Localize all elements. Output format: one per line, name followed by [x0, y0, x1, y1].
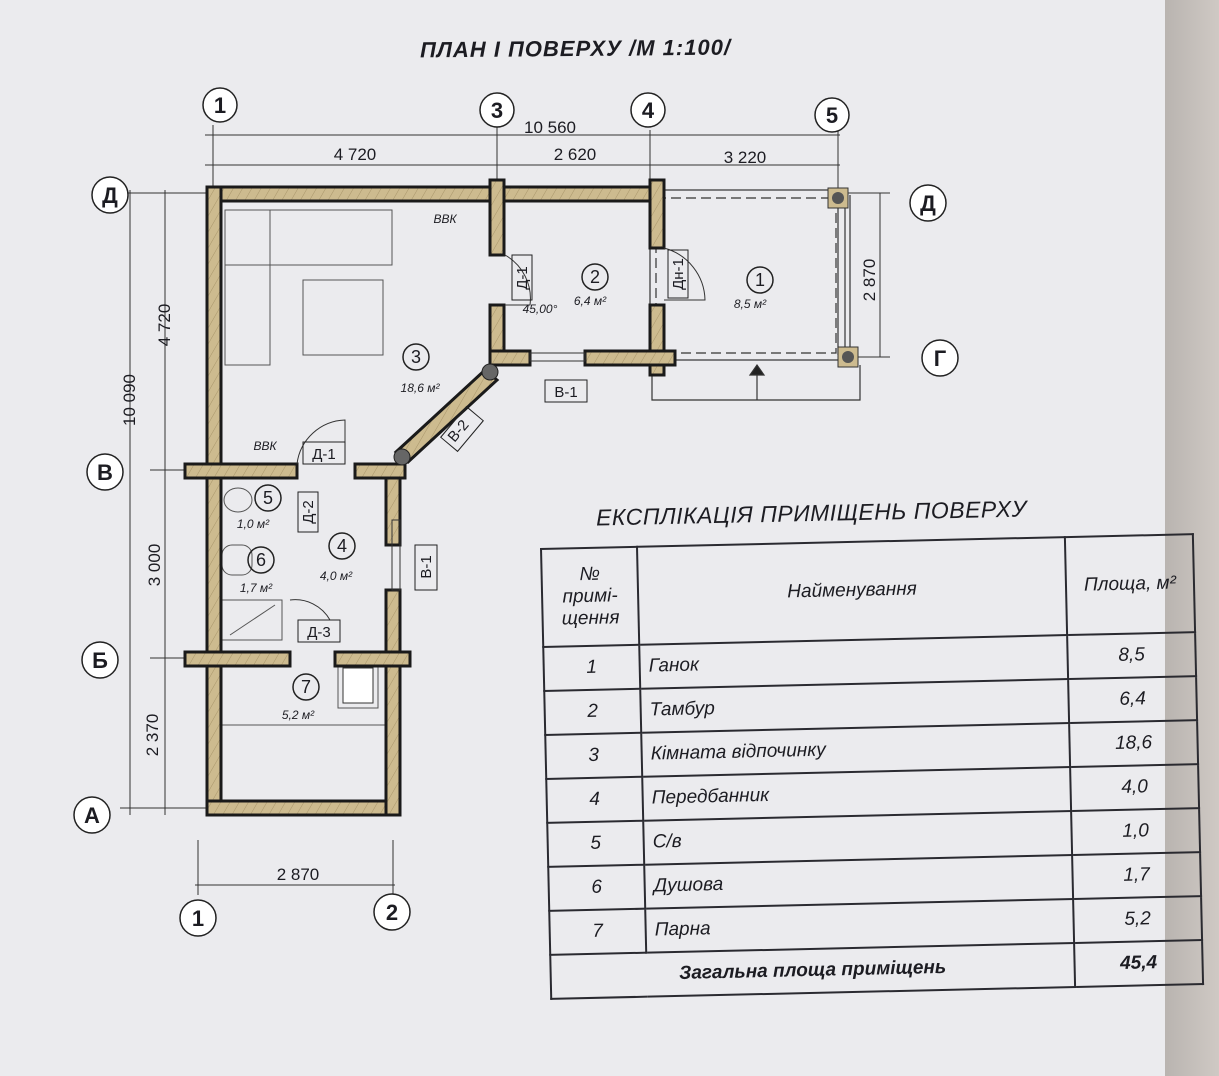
furniture — [214, 209, 393, 801]
dim-seg2: 2 620 — [554, 145, 597, 164]
axis-right-d: Д — [920, 191, 936, 216]
angle-label: 45,00° — [523, 302, 558, 316]
room-5-area: 1,0 м² — [237, 517, 270, 531]
axis-left-b: Б — [92, 648, 108, 673]
door-dn1: Дн-1 — [670, 258, 687, 290]
row-number: 7 — [549, 908, 647, 955]
room-7-number: 7 — [301, 677, 311, 697]
dim-left2: 3 000 — [145, 544, 164, 587]
axis-bottom-2: 2 — [386, 900, 398, 925]
axis-left-a: А — [84, 803, 100, 828]
stove — [342, 667, 374, 704]
door-d2: Д-2 — [300, 500, 317, 524]
dim-left1: 4 720 — [155, 304, 174, 347]
room-6-area: 1,7 м² — [240, 581, 273, 595]
room-number-circles — [247, 263, 774, 701]
row-area: 4,0 — [1070, 764, 1200, 812]
room-4-number: 4 — [337, 536, 347, 556]
axis-markers — [73, 87, 959, 937]
door-d1-tambur: Д-1 — [514, 266, 531, 290]
door-d3: Д-3 — [307, 624, 331, 641]
row-number: 1 — [543, 644, 641, 691]
window-w1-side: В-1 — [418, 555, 435, 578]
header-name: Найменування — [636, 537, 1068, 645]
background-edge — [1165, 0, 1219, 1076]
row-area: 1,0 — [1071, 808, 1201, 856]
room-3-area: 18,6 м² — [401, 381, 441, 395]
axis-top-1: 1 — [214, 93, 226, 118]
door-swings — [289, 247, 706, 621]
axis-top-4: 4 — [642, 98, 655, 123]
dim-left3: 2 370 — [143, 714, 162, 757]
room-2-number: 2 — [590, 267, 600, 287]
row-number: 5 — [547, 820, 645, 867]
room-7-area: 5,2 м² — [282, 708, 315, 722]
axis-left-v: В — [97, 460, 113, 485]
header-area: Площа, м² — [1064, 534, 1196, 636]
dim-bottom: 2 870 — [277, 865, 320, 884]
room-5-number: 5 — [263, 488, 273, 508]
axis-top-3: 3 — [491, 98, 503, 123]
room-2-area: 6,4 м² — [574, 294, 607, 308]
door-d1: Д-1 — [312, 446, 336, 463]
room-4-area: 4,0 м² — [320, 569, 353, 583]
vvk-label-top: ВВК — [433, 212, 457, 226]
axis-bottom-1: 1 — [192, 906, 204, 931]
room-1-number: 1 — [755, 270, 765, 290]
row-number: 4 — [546, 776, 644, 823]
dim-seg3: 3 220 — [724, 148, 767, 167]
porch-outline — [649, 189, 861, 401]
row-number: 2 — [544, 688, 642, 735]
row-number: 3 — [545, 732, 643, 779]
dimension-lines — [120, 125, 890, 895]
row-area: 5,2 — [1073, 896, 1203, 943]
axis-top-5: 5 — [826, 103, 838, 128]
room-6-number: 6 — [256, 550, 266, 570]
header-number: № примі-щення — [541, 546, 640, 647]
row-area: 6,4 — [1068, 676, 1198, 724]
row-area: 8,5 — [1067, 632, 1197, 680]
dim-total-height: 10 090 — [120, 374, 139, 426]
room-1-area: 8,5 м² — [734, 297, 767, 311]
dim-total-width: 10 560 — [524, 118, 576, 137]
row-number: 6 — [548, 864, 646, 911]
mark-frames — [297, 249, 689, 643]
porch-posts — [827, 187, 859, 368]
row-area: 1,7 — [1072, 852, 1202, 899]
axis-right-g: Г — [934, 346, 947, 371]
room-3-number: 3 — [411, 347, 421, 367]
total-value: 45,4 — [1074, 940, 1204, 987]
row-area: 18,6 — [1069, 720, 1199, 768]
wall-columns — [393, 363, 499, 466]
vvk-label-left: ВВК — [253, 439, 277, 453]
axis-left-d: Д — [102, 183, 118, 208]
paper-sheet — [0, 0, 1165, 1076]
walls — [183, 178, 677, 817]
dim-seg1: 4 720 — [334, 145, 377, 164]
dim-porch-depth: 2 870 — [860, 259, 879, 302]
window-w1-top: В-1 — [554, 384, 577, 401]
table-header-row: № примі-щення Найменування Площа, м² — [541, 534, 1196, 647]
